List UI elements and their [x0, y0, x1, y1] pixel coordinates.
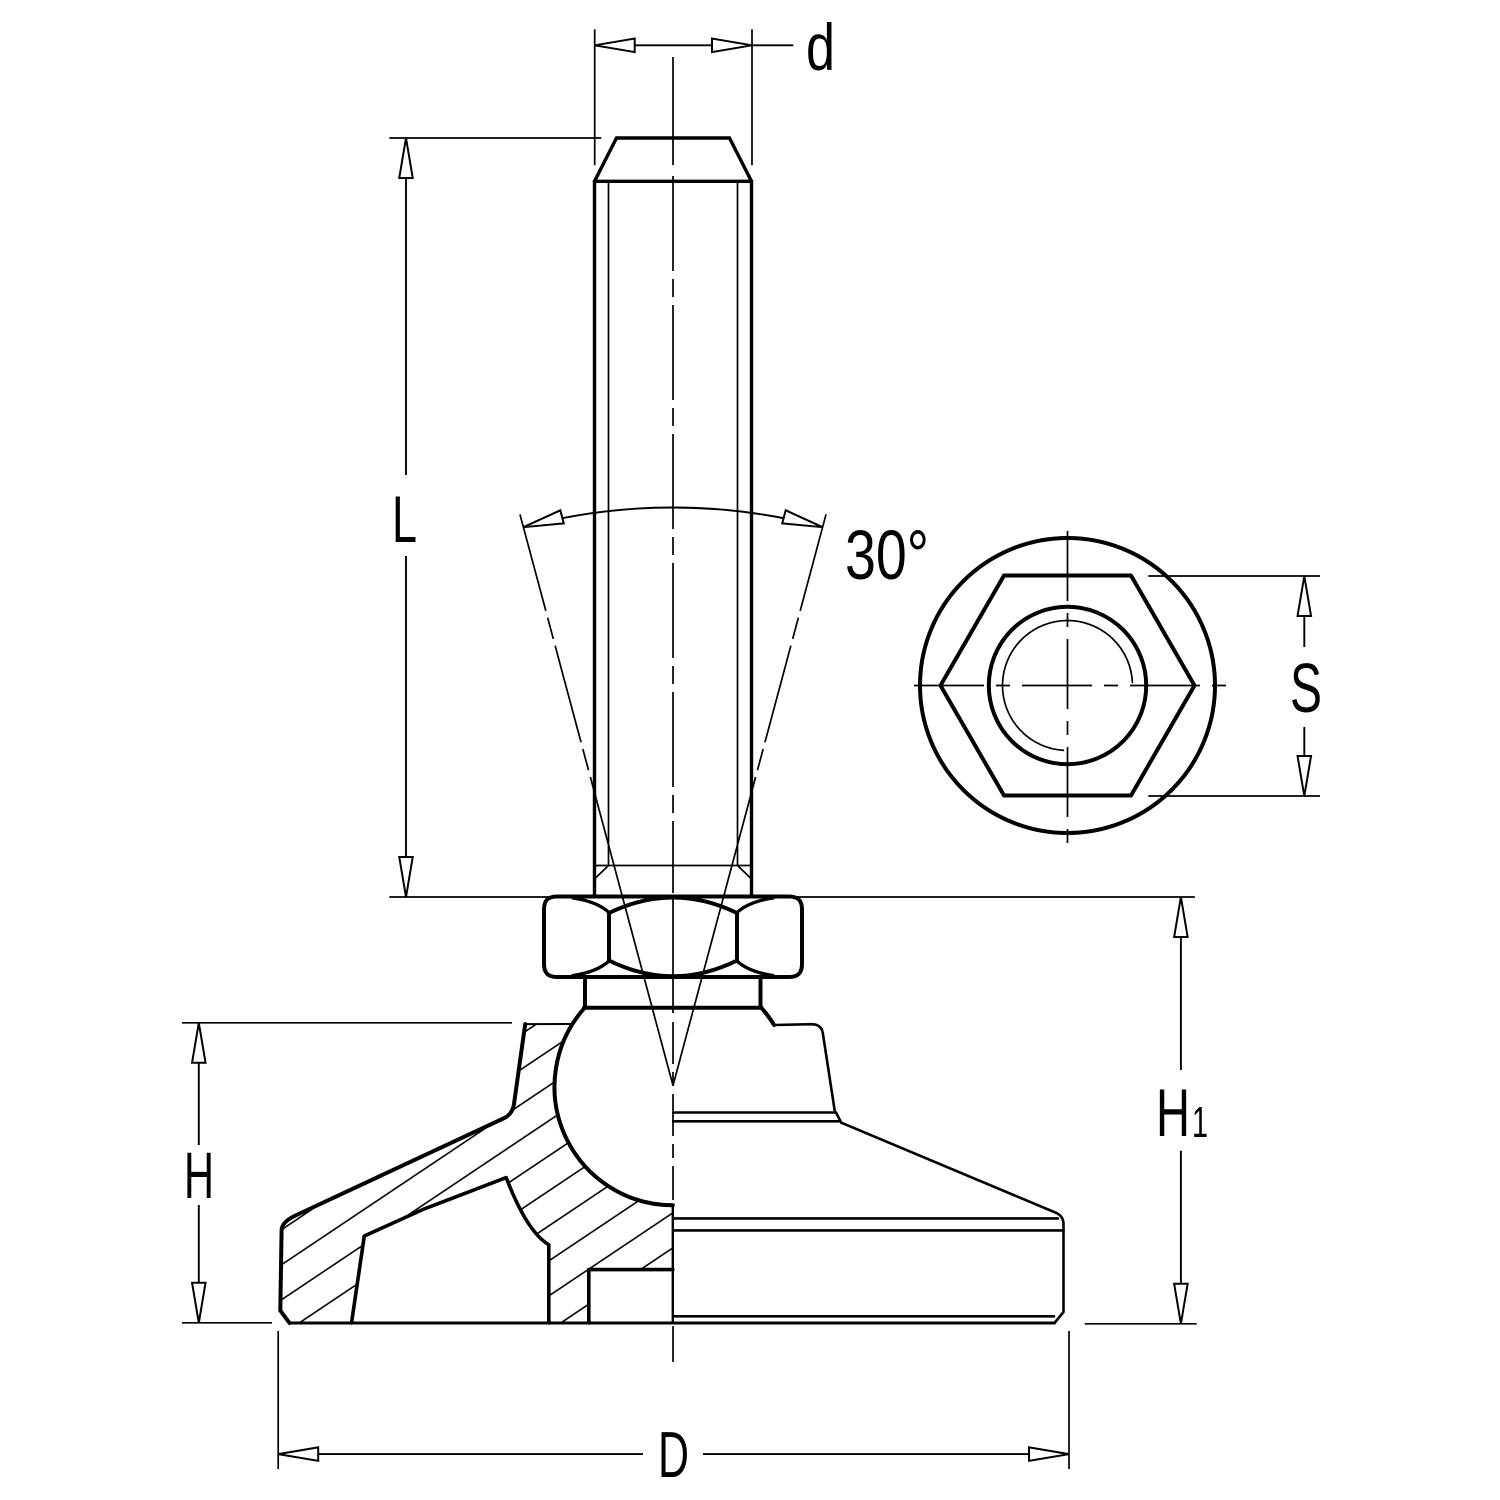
svg-text:S: S: [1290, 649, 1322, 727]
svg-text:L: L: [392, 482, 417, 556]
svg-text:H: H: [1156, 1075, 1190, 1151]
svg-text:d: d: [806, 10, 835, 84]
svg-text:D: D: [658, 1418, 689, 1491]
svg-text:H: H: [184, 1138, 214, 1212]
svg-text:30°: 30°: [845, 516, 929, 594]
svg-text:1: 1: [1192, 1098, 1208, 1147]
